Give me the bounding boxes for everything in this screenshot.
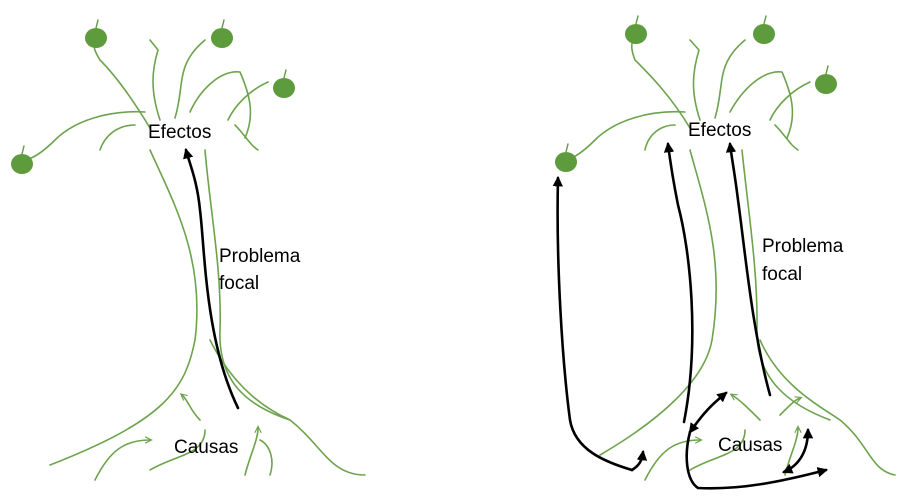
- left-tree: Efectos Problema focal Causas: [11, 20, 365, 480]
- branch-top: [150, 40, 160, 120]
- branch-top-right: [175, 40, 205, 118]
- problem-label-line2: focal: [762, 264, 802, 285]
- branch-right-fork: [228, 82, 268, 120]
- cause-arrow-3: [245, 428, 258, 475]
- apple-icon: [211, 20, 233, 48]
- branch-left-small: [645, 125, 675, 150]
- branch-upper-left: [94, 38, 150, 128]
- right-tree: Efectos Problema focal Causas: [555, 16, 895, 488]
- apple-icon: [625, 16, 647, 44]
- arrow-root-small: [632, 452, 643, 470]
- right-tree-branches: [566, 38, 895, 480]
- branch-right-small: [235, 125, 258, 150]
- branch-left: [25, 112, 145, 160]
- problem-label-line1: Problema: [219, 246, 301, 267]
- branch-top-right: [715, 40, 745, 118]
- branch-left-small: [100, 125, 135, 150]
- branch-right-small: [775, 125, 798, 150]
- apple-icon: [555, 144, 577, 172]
- cause-arrow-1: [182, 395, 200, 420]
- apple-icon: [273, 70, 295, 98]
- branch-left: [566, 112, 685, 160]
- cause-arrow-1: [732, 395, 760, 420]
- arrow-bidirectional-1: [690, 393, 726, 432]
- causes-label: Causas: [718, 435, 782, 456]
- branch-upper-left: [632, 38, 690, 128]
- apple-icon: [815, 66, 837, 94]
- apple-icon: [753, 16, 775, 44]
- right-tree-apples: [555, 16, 837, 172]
- arrow-cause-to-effect-1: [668, 144, 692, 422]
- arrow-cause-to-apple: [558, 178, 632, 470]
- cause-arrow-2: [645, 440, 700, 480]
- branch-right-fork: [770, 82, 810, 120]
- problem-label-line1: Problema: [762, 236, 844, 257]
- trunk-left-edge: [50, 150, 197, 465]
- left-tree-branches: [25, 38, 365, 480]
- right-tree-causal-arrows: [558, 144, 826, 488]
- branch-top: [690, 40, 700, 120]
- trunk-left-edge: [600, 150, 716, 455]
- problem-label-line2: focal: [219, 273, 259, 294]
- apple-icon: [85, 20, 107, 48]
- effects-label: Efectos: [148, 122, 211, 143]
- apple-icon: [11, 146, 33, 174]
- effects-label: Efectos: [688, 120, 751, 141]
- root-small: [260, 440, 272, 475]
- causes-label: Causas: [174, 437, 238, 458]
- cause-arrow-4: [780, 398, 800, 415]
- cause-arrow-2: [95, 440, 150, 480]
